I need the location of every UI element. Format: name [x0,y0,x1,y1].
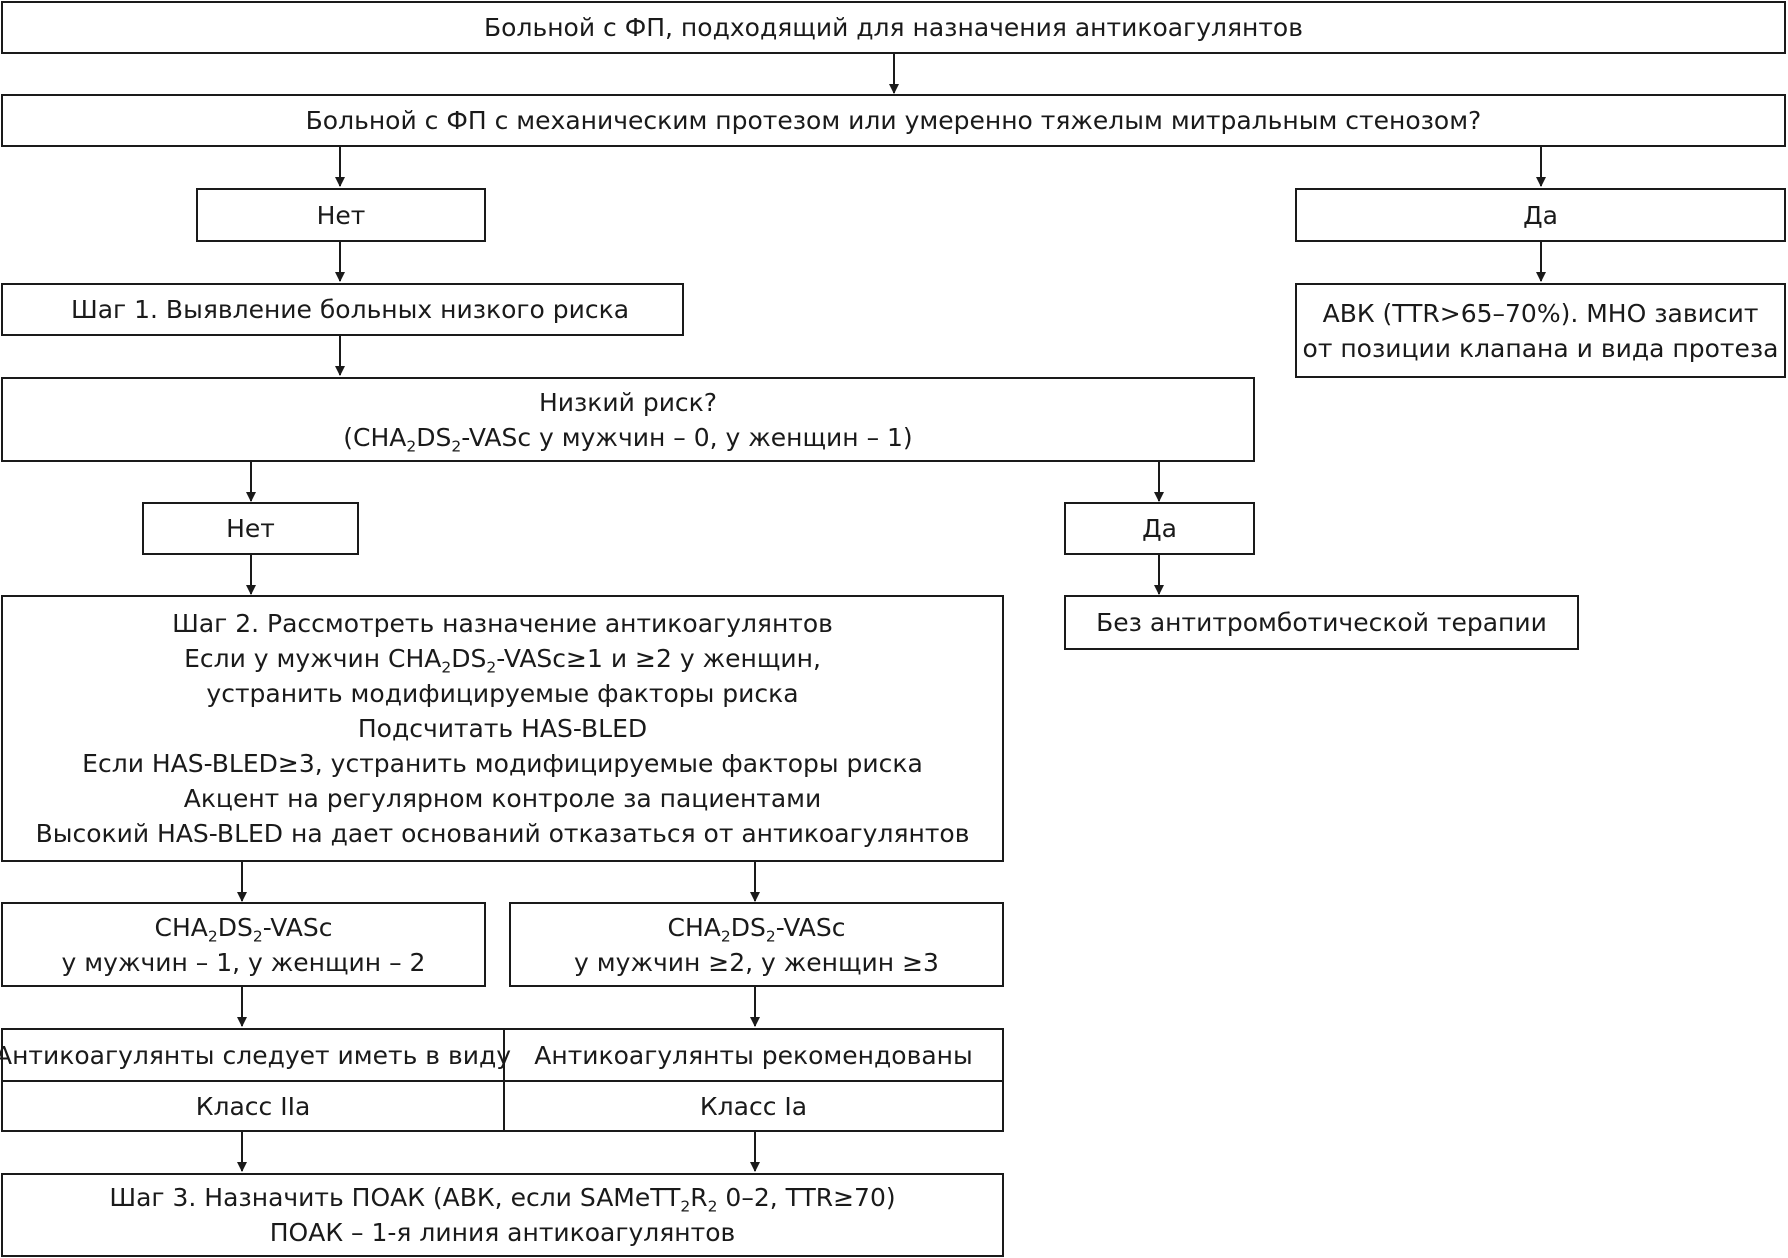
low-risk-criteria: (CHA2DS2-VASc у мужчин – 0, у женщин – 1… [343,422,913,455]
start-text: Больной с ФП, подходящий для назначения … [484,13,1303,42]
q2-yes-text: Да [1142,514,1177,543]
avk-line2: от позиции клапана и вида протеза [1302,333,1779,363]
start-box: Больной с ФП, подходящий для назначения … [1,1,1786,54]
step1-box: Шаг 1. Выявление больных низкого риска [1,283,684,336]
table-row-divider [3,1080,1002,1082]
q2-yes-box: Да [1064,502,1255,555]
step2-line5: Если HAS-BLED≥3, устранить модифицируемы… [82,749,923,778]
step2-box: Шаг 2. Рассмотреть назначение антикоагул… [1,595,1004,862]
score-moderate-box: CHA2DS2-VASc у мужчин – 1, у женщин – 2 [1,902,486,987]
step2-line2: Если у мужчин CHA2DS2-VASc≥1 и ≥2 у женщ… [184,644,821,677]
step2-line6: Акцент на регулярном контроле за пациент… [183,784,822,813]
q1-no-box: Нет [196,188,486,242]
class-left: Класс IIa [195,1091,311,1121]
table-col-divider [503,1030,505,1130]
no-therapy-text: Без антитромботической терапии [1096,608,1547,637]
question1-box: Больной с ФП с механическим протезом или… [1,94,1786,147]
recommendation-table: Антикоагулянты следует иметь в виду Анти… [0,1028,1004,1132]
step2-line4: Подсчитать HAS-BLED [357,714,648,743]
step3-line1: Шаг 3. Назначить ПОАК (АВК, если SAMeTT2… [109,1183,896,1216]
score-moderate-line2: у мужчин – 1, у женщин – 2 [61,947,426,977]
recommendation-right: Антикоагулянты рекомендованы [534,1040,973,1070]
q2-no-box: Нет [142,502,359,555]
score-high-line2: у мужчин ≥2, у женщин ≥3 [574,947,939,977]
avk-box: АВК (TTR>65–70%). МНО зависит от позиции… [1295,283,1786,378]
no-therapy-box: Без антитромботической терапии [1064,595,1579,650]
avk-line1: АВК (TTR>65–70%). МНО зависит [1322,298,1759,328]
low-risk-box: Низкий риск? (CHA2DS2-VASc у мужчин – 0,… [1,377,1255,462]
q2-no-text: Нет [226,514,275,543]
score-moderate-title: CHA2DS2-VASc [154,912,333,945]
q1-yes-box: Да [1295,188,1786,242]
step2-line3: устранить модифицируемые факторы риска [206,679,799,708]
step2-line1: Шаг 2. Рассмотреть назначение антикоагул… [172,609,833,638]
score-high-box: CHA2DS2-VASc у мужчин ≥2, у женщин ≥3 [509,902,1004,987]
low-risk-title: Низкий риск? [538,387,718,417]
step1-text: Шаг 1. Выявление больных низкого риска [71,295,630,324]
step3-line2: ПОАК – 1-я линия антикоагулянтов [269,1218,736,1247]
q1-yes-text: Да [1523,200,1558,230]
step2-line7: Высокий HAS-BLED на дает оснований отказ… [35,819,970,848]
question1-text: Больной с ФП с механическим протезом или… [305,106,1482,135]
recommendation-left: Антикоагулянты следует иметь в виду [0,1040,512,1070]
step3-box: Шаг 3. Назначить ПОАК (АВК, если SAMeTT2… [1,1173,1004,1257]
q1-no-text: Нет [316,200,366,230]
score-high-title: CHA2DS2-VASc [667,912,846,945]
class-right: Класс Ia [699,1091,808,1121]
